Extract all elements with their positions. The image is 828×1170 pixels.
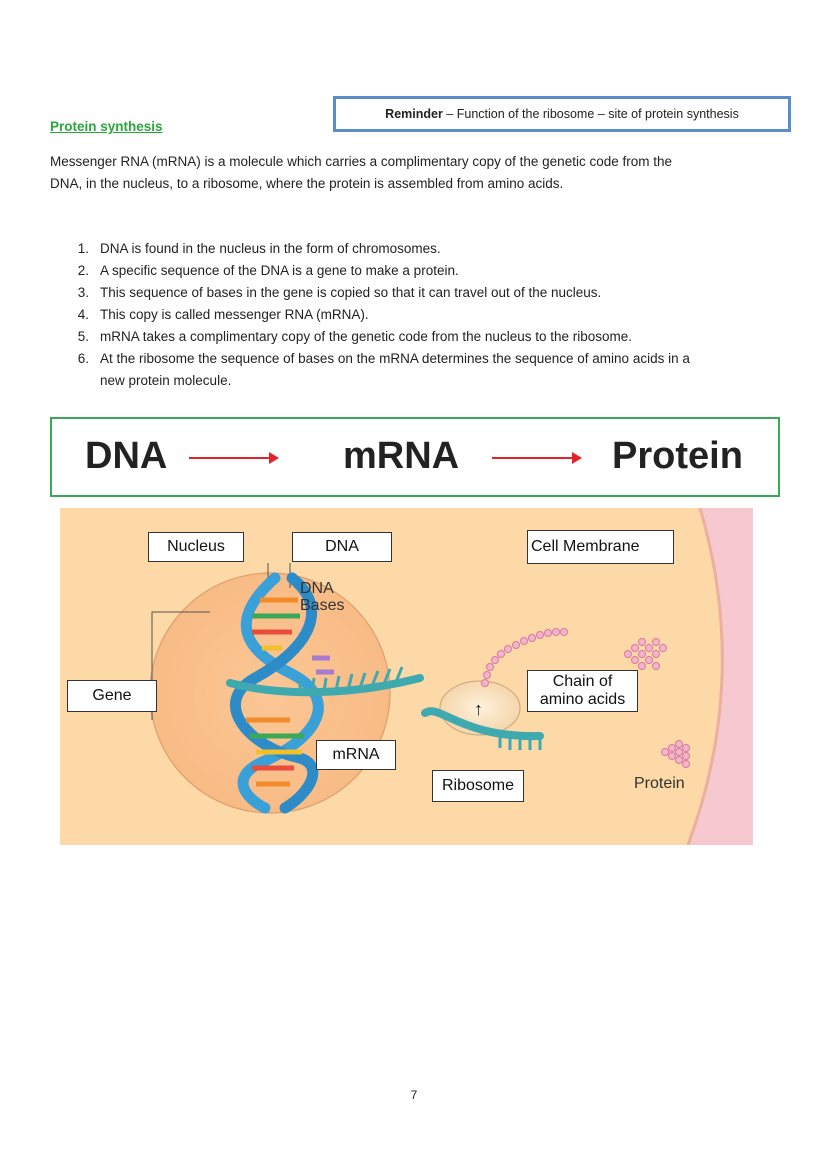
step-number: 1. (77, 241, 89, 256)
arrow-right-icon (189, 452, 279, 464)
step-number: 2. (77, 263, 89, 278)
label-dna-bases-line: DNA (300, 580, 334, 597)
amino-acid-chain (481, 628, 568, 687)
list-item: 5. mRNA takes a complimentary copy of the… (50, 326, 790, 348)
mrna-strand (226, 666, 424, 697)
step-text: This copy is called messenger RNA (mRNA)… (100, 307, 369, 322)
label-gene: Gene (67, 680, 157, 712)
protein-cluster (624, 638, 667, 670)
label-dna-bases-line: Bases (300, 596, 345, 614)
intro-paragraph: Messenger RNA (mRNA) is a molecule which… (50, 151, 770, 195)
flow-mrna: mRNA (343, 435, 460, 477)
reminder-label: Reminder (385, 107, 443, 121)
intro-line: Messenger RNA (mRNA) is a molecule which… (50, 154, 672, 169)
step-text: mRNA takes a complimentary copy of the g… (100, 329, 633, 344)
label-ribosome: Ribosome (432, 770, 524, 802)
steps-list: 1. DNA is found in the nucleus in the for… (50, 238, 790, 392)
label-cell-membrane: Cell Membrane (527, 530, 674, 564)
label-protein: Protein (634, 775, 685, 792)
label-dna-bases: DNA Bases (300, 580, 345, 615)
list-item: 3. This sequence of bases in the gene is … (50, 282, 790, 304)
flow-dna: DNA (85, 435, 168, 477)
step-number: 3. (77, 285, 89, 300)
label-chain-line: Chain of (552, 673, 613, 690)
label-chain-line: amino acids (539, 690, 626, 708)
dna-helix (229, 572, 334, 814)
step-number: 5. (77, 329, 89, 344)
step-number: 6. (77, 351, 89, 366)
step-text: At the ribosome the sequence of bases on… (100, 348, 780, 392)
protein-synthesis-diagram: Nucleus DNA DNA Bases Cell Membrane Gene… (60, 507, 753, 846)
list-item: 1. DNA is found in the nucleus in the for… (50, 238, 790, 260)
list-item: 4. This copy is called messenger RNA (mRN… (50, 304, 790, 326)
protein-cluster (661, 740, 690, 768)
mrna-at-ribosome (421, 707, 544, 750)
label-mrna: mRNA (316, 740, 396, 770)
label-dna: DNA (292, 532, 392, 562)
reminder-text: – Function of the ribosome – site of pro… (442, 107, 739, 121)
section-heading: Protein synthesis (50, 119, 163, 134)
page-number: 7 (410, 1088, 418, 1102)
step-text: This sequence of bases in the gene is co… (100, 285, 602, 300)
flow-protein: Protein (612, 435, 743, 477)
step-text-line: new protein molecule. (100, 373, 232, 388)
step-text-line: At the ribosome the sequence of bases on… (100, 351, 690, 366)
label-chain-of-amino-acids: Chain of amino acids (527, 670, 638, 712)
cell-membrane (688, 508, 753, 845)
list-item: 2. A specific sequence of the DNA is a ge… (50, 260, 790, 282)
step-text: DNA is found in the nucleus in the form … (100, 241, 441, 256)
intro-line: DNA, in the nucleus, to a ribosome, wher… (50, 176, 564, 191)
step-number: 4. (77, 307, 89, 322)
reminder-box: Reminder – Function of the ribosome – si… (333, 96, 791, 132)
arrow-up-icon: ↑ (474, 699, 483, 719)
flow-diagram: DNA mRNA Protein (50, 417, 780, 497)
step-text: A specific sequence of the DNA is a gene… (100, 263, 459, 278)
label-nucleus: Nucleus (148, 532, 244, 562)
list-item: 6. At the ribosome the sequence of bases … (50, 348, 790, 392)
arrow-right-icon (492, 452, 582, 464)
